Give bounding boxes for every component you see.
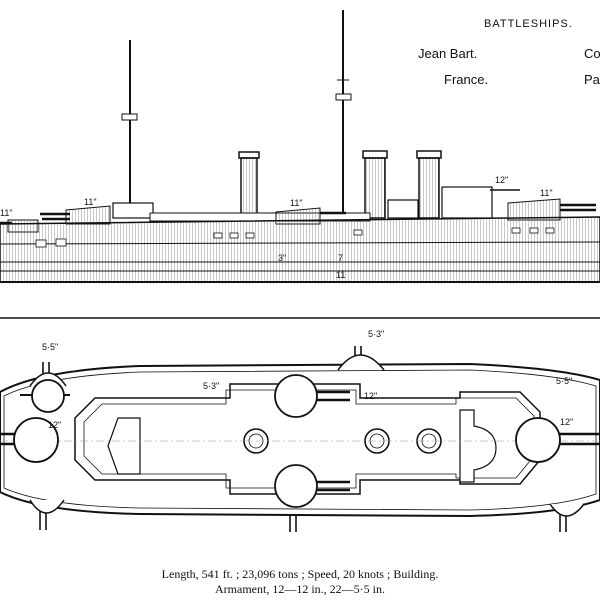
label-main-left: 12" [48,420,61,430]
label-belt-low: 11 [336,270,345,280]
label-forward-turret: 11" [84,197,97,207]
label-main-right: 12" [560,417,573,427]
turret-aft [507,198,596,221]
label-aft-turret: 11" [540,188,553,198]
turret-plan-bow [0,417,59,463]
turret-plan-starboard-wing [274,464,350,508]
label-aft-upper: 12" [495,175,508,185]
turret-forward [40,205,111,225]
turret-plan-aft [515,417,600,463]
ship-nation: France. [444,72,489,87]
label-midship-turret: 11" [290,198,303,208]
funnel-mid [362,150,388,219]
right-column-top-fragment: Co [584,46,600,61]
specs-line: Length, 541 ft. ; 23,096 tons ; Speed, 2… [161,567,439,581]
hull-side [0,216,600,283]
ship-name: Jean Bart. [418,46,478,61]
casemate-row [35,227,555,248]
ship-profile-view: 11" 11" 11" 12" 11" 3" 7 11 [0,10,600,283]
armament-line: Armament, 12—12 in., 22—5·5 in. [215,582,385,596]
turret-plan-port-wing [274,374,350,418]
label-sec-mid-left: 5·3" [203,381,219,391]
superstructure [112,186,493,222]
label-sec-top-mid: 5·3" [368,329,384,339]
funnel-fore [238,151,260,219]
label-main-center: 12" [364,391,377,401]
label-belt-mid: 7 [338,253,343,263]
main-mast [335,10,352,218]
section-title: BATTLESHIPS. [484,18,573,30]
label-sec-top-left: 5·5" [42,342,58,352]
ship-plan-view: 5·5" 5·3" 5·3" 5·5" 12" 12" 12" [0,317,600,532]
fore-mast [121,40,138,213]
label-bow-gun: 11" [0,208,13,218]
label-sec-mid-right: 5·5" [556,376,572,386]
funnel-aft [416,150,442,219]
right-column-bottom-fragment: Pa [584,72,600,87]
turret-plan-forward-wing [20,379,70,413]
label-belt-upper: 3" [278,253,286,263]
